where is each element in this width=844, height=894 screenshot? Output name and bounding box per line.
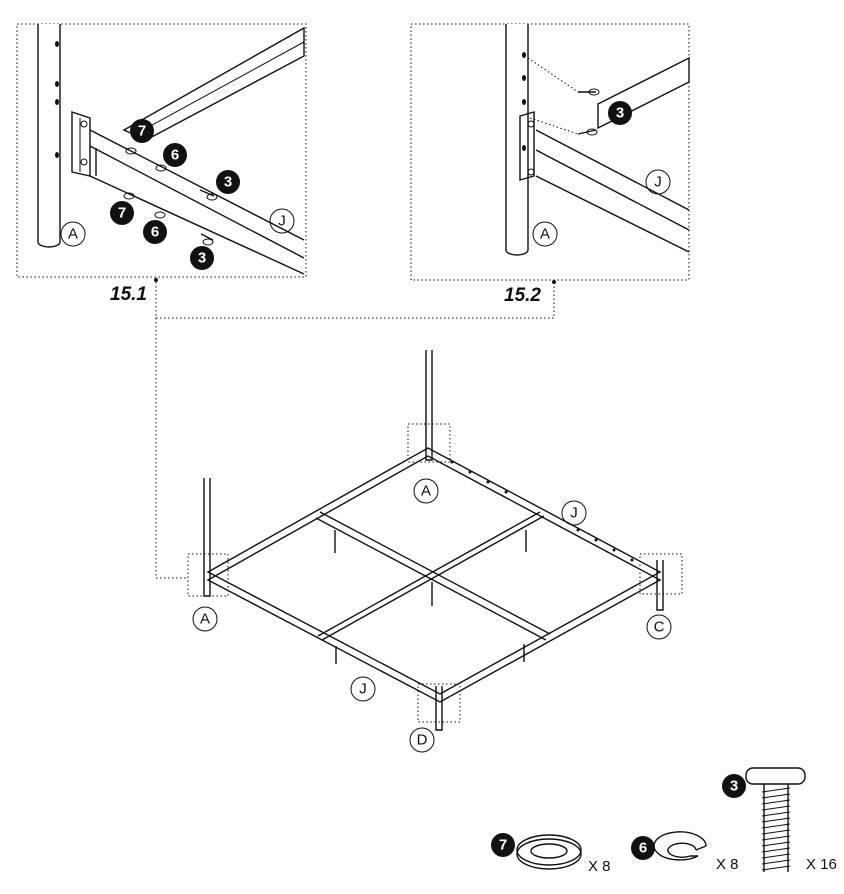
leader-lines — [154, 278, 556, 579]
hardware-item-3: 3 X 16 — [722, 767, 837, 873]
right-post — [656, 560, 664, 611]
callout-badge: 7 — [138, 123, 146, 140]
hardware-number: 6 — [639, 840, 647, 857]
part-letter-j: J — [278, 213, 286, 230]
part-letter-d: D — [417, 732, 428, 749]
left-post — [203, 478, 211, 597]
callout-badge: 3 — [616, 105, 624, 122]
part-letter-j: J — [654, 174, 662, 191]
angle-rail — [535, 129, 690, 253]
callout-badge: 6 — [151, 224, 159, 241]
part-letter-a: A — [200, 611, 210, 628]
hardware-quantity: X 8 — [588, 858, 611, 875]
split-ring-washer-icon — [653, 831, 707, 861]
part-letter-a: A — [421, 483, 431, 500]
back-post — [425, 350, 433, 461]
hardware-quantity: X 16 — [806, 856, 837, 873]
hardware-legend: 7 X 8 6 X 8 — [491, 767, 837, 875]
callout-badge: 3 — [224, 174, 232, 191]
detail-inset-15-1 — [16, 23, 307, 278]
hardware-item-6: 6 X 8 — [631, 831, 739, 873]
bracket-plate — [71, 111, 91, 177]
bracket-plate — [519, 111, 535, 181]
hardware-callouts: 7 6 3 7 6 3 3 — [110, 101, 632, 270]
step-label-15-1: 15.1 — [110, 284, 147, 305]
callout-badge: 6 — [171, 147, 179, 164]
inset-border — [16, 23, 307, 278]
bed-frame-drawing — [187, 350, 683, 731]
hardware-number: 7 — [499, 837, 507, 854]
part-letter-j: J — [570, 505, 578, 522]
part-letters: A J A J A J A C J D — [60, 169, 672, 753]
angle-rail — [89, 129, 305, 275]
step-label-15-2: 15.2 — [504, 285, 541, 306]
center-rail — [315, 511, 551, 641]
part-letter-j: J — [359, 681, 367, 698]
hardware-number: 3 — [730, 778, 738, 795]
part-letter-a: A — [68, 226, 78, 243]
part-letter-a: A — [540, 226, 550, 243]
callout-badge: 3 — [198, 250, 206, 267]
lock-washer-icon — [516, 834, 582, 870]
frame-outline — [206, 447, 662, 695]
bed-post — [505, 24, 529, 256]
hardware-quantity: X 8 — [716, 856, 739, 873]
front-post — [435, 686, 443, 731]
bolt-icon — [745, 767, 806, 872]
part-letter-c: C — [654, 619, 665, 636]
hardware-item-7: 7 X 8 — [491, 833, 611, 875]
cross-rail — [317, 511, 545, 641]
inset-border — [410, 23, 690, 281]
bed-post — [37, 24, 61, 248]
callout-badge: 7 — [118, 205, 126, 222]
